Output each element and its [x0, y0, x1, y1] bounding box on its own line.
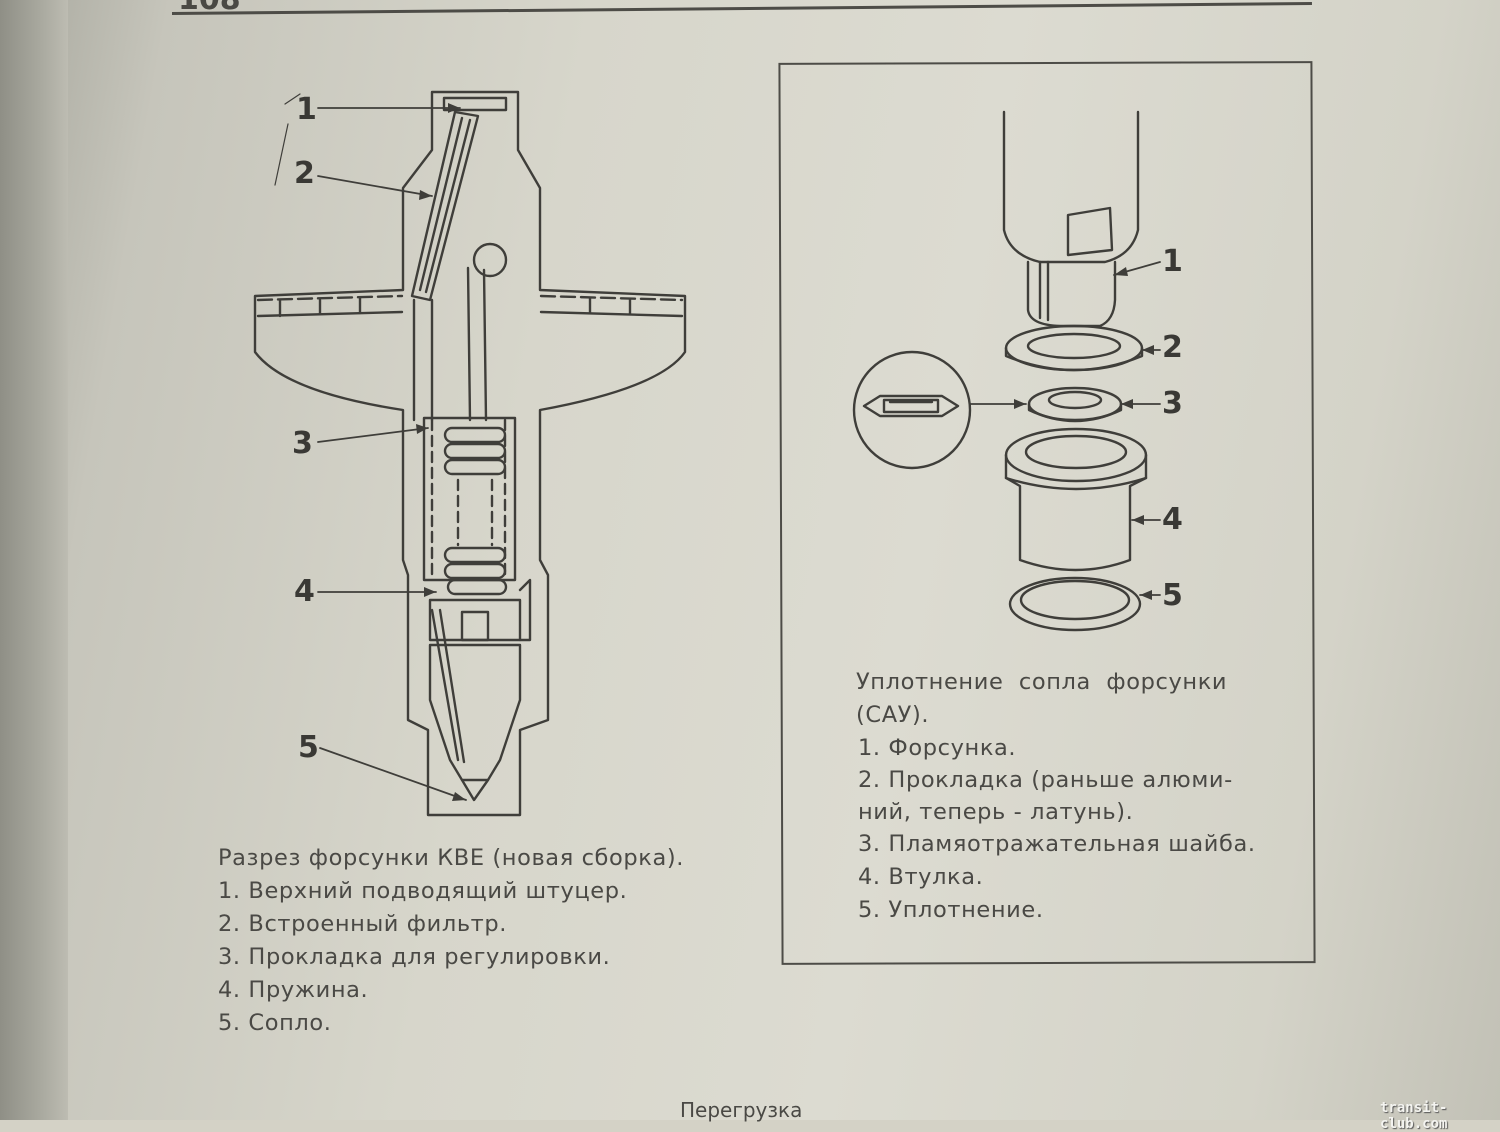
right-caption-item-1: 1. Форсунка. [858, 735, 1017, 761]
right-caption-title-line2: (САУ). [856, 702, 930, 728]
site-watermark: transit-club.com [1380, 1100, 1448, 1132]
right-caption-title-line1: Уплотнение сопла форсунки [856, 669, 1228, 695]
footer-text: Перегрузка [680, 1098, 803, 1122]
left-caption-item-5: 5. Сопло. [218, 1010, 332, 1036]
left-callout-1: 1 [296, 92, 317, 127]
left-callout-3: 3 [292, 426, 313, 461]
right-caption-item-2: 2. Прокладка (раньше алюми- [858, 767, 1233, 793]
right-caption-item-2-cont: ний, теперь - латунь). [858, 799, 1134, 825]
left-callout-4: 4 [294, 574, 315, 609]
left-caption-item-1: 1. Верхний подводящий штуцер. [218, 878, 628, 904]
left-caption-title: Разрез форсунки КВЕ (новая сборка). [218, 845, 684, 871]
right-caption-item-4: 4. Втулка. [858, 864, 984, 890]
right-callout-5: 5 [1162, 578, 1183, 613]
book-spine-shadow [0, 0, 68, 1120]
right-caption-item-3: 3. Пламяотражательная шайба. [858, 831, 1256, 857]
right-callout-1: 1 [1162, 244, 1183, 279]
right-caption-item-5: 5. Уплотнение. [858, 897, 1044, 923]
left-caption-item-2: 2. Встроенный фильтр. [218, 911, 508, 937]
right-callout-4: 4 [1162, 502, 1183, 537]
left-callout-5: 5 [298, 730, 319, 765]
injector-cross-section [253, 90, 687, 817]
nozzle-seal-exploded-view [852, 110, 1148, 632]
left-caption-item-4: 4. Пружина. [218, 977, 369, 1003]
right-callout-3: 3 [1162, 386, 1183, 421]
right-callout-2: 2 [1162, 330, 1183, 365]
left-callout-2: 2 [294, 156, 315, 191]
left-caption-item-3: 3. Прокладка для регулировки. [218, 944, 611, 970]
